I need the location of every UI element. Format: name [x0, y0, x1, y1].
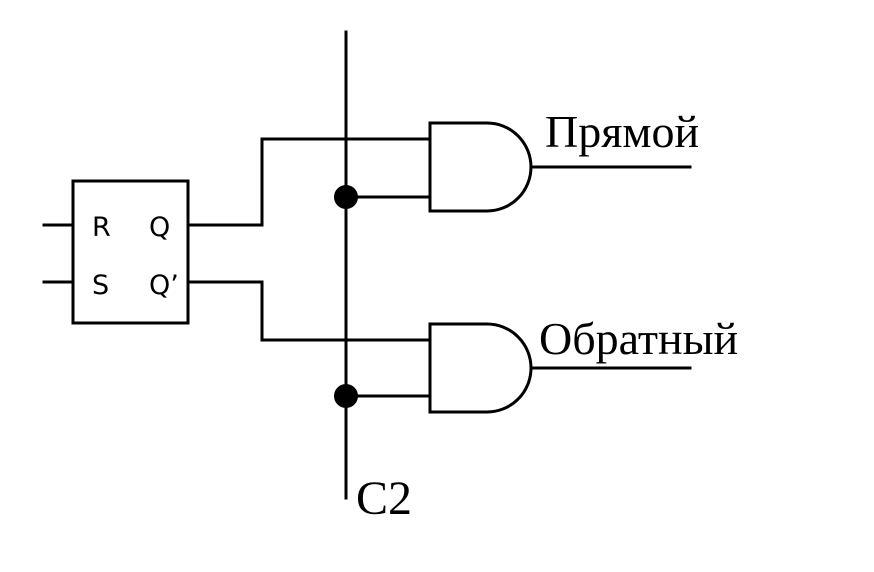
and-gate-lower — [428, 322, 533, 414]
q-output-wire — [186, 137, 432, 227]
and-gate-upper — [428, 121, 533, 213]
clock-label: C2 — [356, 472, 412, 525]
rs-flipflop-block — [71, 179, 190, 325]
direct-output-label: Прямой — [545, 106, 699, 157]
q-inverse-output-wire — [186, 280, 432, 342]
pin-label-r: R — [92, 212, 111, 243]
inverse-output-label: Обратный — [539, 313, 738, 364]
pin-label-s: S — [92, 270, 109, 301]
junction-dot-lower — [334, 384, 358, 408]
pin-label-q-inverse: Q’ — [149, 270, 179, 301]
junction-dot-upper — [334, 185, 358, 209]
pin-label-q: Q — [149, 212, 170, 243]
